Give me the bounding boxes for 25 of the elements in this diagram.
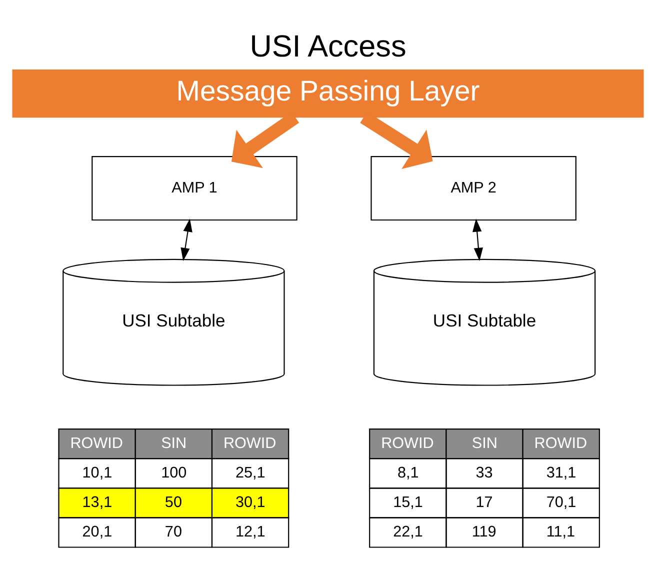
- label: 20,1: [82, 523, 112, 540]
- label: 119: [472, 523, 496, 540]
- label: 25,1: [236, 464, 266, 481]
- label: ROWID: [534, 434, 588, 452]
- label: SIN: [161, 434, 187, 452]
- label: ROWID: [223, 434, 276, 452]
- label: 10,1: [82, 464, 112, 481]
- diagram-title: USI Access: [250, 28, 406, 63]
- label: 12,1: [236, 523, 266, 540]
- label: 8,1: [398, 464, 419, 481]
- label: ROWID: [381, 434, 434, 452]
- label: 33: [476, 464, 493, 481]
- label: 13,1: [82, 493, 112, 510]
- label: 17: [476, 493, 493, 510]
- label: 50: [164, 493, 182, 510]
- label: 22,1: [393, 523, 423, 540]
- label: 100: [161, 464, 187, 481]
- label: 70,1: [546, 493, 576, 510]
- label: 15,1: [393, 493, 423, 510]
- label: SIN: [472, 434, 498, 452]
- label: 70: [164, 523, 182, 540]
- label: 30,1: [236, 493, 266, 510]
- label: ROWID: [70, 434, 123, 452]
- label: 31,1: [546, 464, 576, 481]
- label: 11,1: [546, 523, 576, 540]
